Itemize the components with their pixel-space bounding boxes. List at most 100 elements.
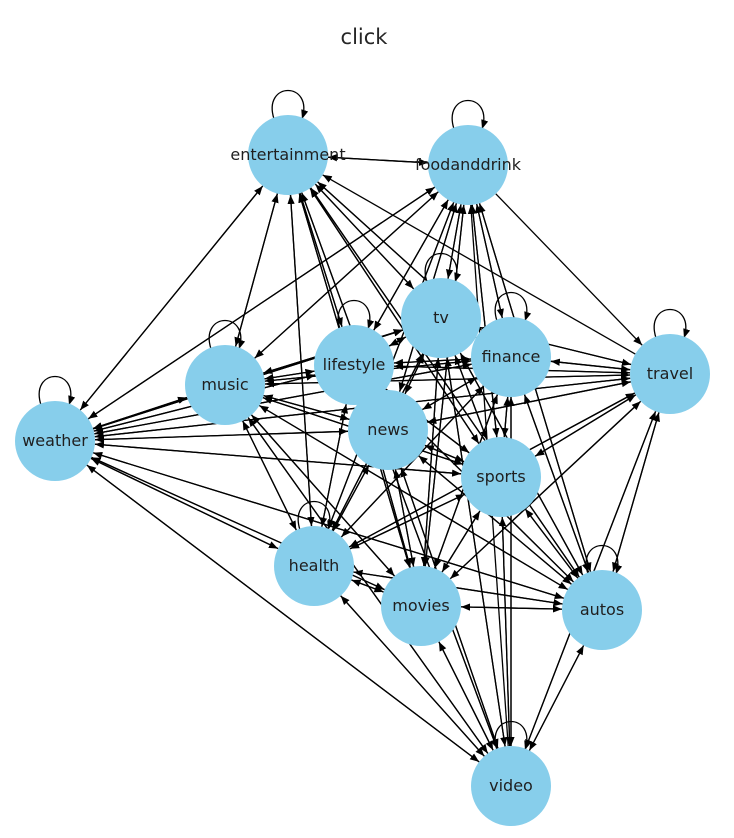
node-foodanddrink: foodanddrink: [415, 125, 522, 205]
node-circle-weather: [15, 401, 95, 481]
node-circle-finance: [471, 317, 551, 397]
self-loop-foodanddrink: [451, 99, 489, 130]
node-label-lifestyle: lifestyle: [323, 355, 386, 374]
edge-music-to-entertainment: [234, 193, 279, 347]
edge-travel-to-finance: [550, 358, 631, 371]
edge-autos-to-sports: [524, 508, 579, 579]
node-news: news: [348, 390, 428, 470]
self-loop-tv: [424, 252, 462, 283]
edge-music-to-foodanddrink: [254, 191, 439, 359]
node-lifestyle: lifestyle: [314, 325, 394, 405]
edge-movies-to-tv: [423, 357, 442, 567]
edge-tv-to-foodanddrink: [447, 204, 464, 279]
node-label-music: music: [201, 375, 248, 394]
edge-movies-to-health: [351, 579, 384, 593]
node-video: video: [471, 746, 551, 826]
node-label-foodanddrink: foodanddrink: [415, 155, 522, 174]
self-loop-weather: [38, 375, 76, 406]
edge-video-to-weather: [86, 464, 480, 763]
node-weather: weather: [15, 401, 95, 481]
node-tv: tv: [401, 278, 481, 358]
edge-movies-to-music: [251, 414, 395, 577]
self-loop-health: [297, 500, 335, 531]
edge-tv-to-lifestyle: [388, 336, 407, 347]
edge-sports-to-finance: [503, 396, 511, 438]
edge-news-to-music: [263, 394, 350, 421]
node-circle-foodanddrink: [428, 125, 508, 205]
self-loop-lifestyle: [337, 299, 375, 330]
node-circle-news: [348, 390, 428, 470]
edge-autos-to-finance: [523, 394, 590, 573]
node-entertainment: entertainment: [230, 115, 346, 195]
node-label-finance: finance: [482, 347, 541, 366]
edge-autos-to-health: [353, 569, 563, 605]
edge-sports-to-entertainment: [309, 188, 480, 444]
edge-movies-to-foodanddrink: [424, 204, 467, 567]
edge-health-to-news: [332, 464, 370, 532]
node-label-movies: movies: [392, 596, 449, 615]
edge-sports-to-tv: [454, 355, 488, 440]
edge-movies-to-travel: [449, 400, 642, 580]
node-label-autos: autos: [580, 600, 624, 619]
node-circle-health: [274, 526, 354, 606]
edge-finance-to-news: [422, 376, 477, 411]
edge-video-to-sports: [498, 516, 511, 747]
edge-autos-to-news: [418, 455, 572, 585]
edge-lifestyle-to-entertainment: [299, 193, 343, 327]
node-circle-lifestyle: [314, 325, 394, 405]
node-circle-sports: [461, 437, 541, 517]
self-loop-video: [494, 720, 532, 751]
edge-autos-to-travel: [612, 412, 660, 572]
edge-health-to-sports: [349, 493, 466, 550]
edge-weather-to-foodanddrink: [87, 186, 436, 420]
node-sports: sports: [461, 437, 541, 517]
node-finance: finance: [471, 317, 551, 397]
node-circle-entertainment: [248, 115, 328, 195]
edge-foodanddrink-to-travel: [495, 193, 643, 346]
node-travel: travel: [630, 334, 710, 414]
node-label-entertainment: entertainment: [230, 145, 345, 164]
node-label-health: health: [289, 556, 340, 575]
node-layer: entertainment foodanddrink tv finance travel…: [15, 115, 710, 826]
node-circle-autos: [562, 570, 642, 650]
node-label-sports: sports: [476, 467, 525, 486]
node-movies: movies: [381, 566, 461, 646]
edge-autos-to-music: [258, 404, 569, 591]
edge-movies-to-sports: [441, 510, 481, 573]
self-loop-finance: [494, 291, 532, 322]
node-label-weather: weather: [22, 431, 88, 450]
edge-video-to-autos: [528, 645, 585, 751]
edge-weather-to-entertainment: [79, 185, 264, 411]
node-label-travel: travel: [647, 364, 693, 383]
node-circle-tv: [401, 278, 481, 358]
edge-video-to-movies: [438, 641, 494, 751]
node-label-news: news: [367, 420, 408, 439]
node-health: health: [274, 526, 354, 606]
node-music: music: [185, 345, 265, 425]
node-autos: autos: [562, 570, 642, 650]
edge-lifestyle-to-foodanddrink: [373, 199, 449, 331]
edge-foodanddrink-to-entertainment: [327, 154, 429, 164]
edge-autos-to-movies: [460, 603, 563, 611]
node-circle-music: [185, 345, 265, 425]
node-circle-video: [471, 746, 551, 826]
self-loop-music: [208, 319, 246, 350]
graph-title: click: [341, 25, 389, 49]
node-label-video: video: [489, 776, 533, 795]
node-label-tv: tv: [433, 308, 449, 327]
self-loop-layer: [38, 89, 691, 751]
node-circle-travel: [630, 334, 710, 414]
edge-tv-to-entertainment: [314, 183, 415, 290]
edge-finance-to-foodanddrink: [475, 203, 503, 319]
edge-finance-to-weather: [94, 363, 472, 436]
self-loop-travel: [653, 308, 691, 339]
edge-health-to-music: [242, 420, 297, 531]
edge-health-to-entertainment: [287, 194, 313, 527]
self-loop-autos: [585, 544, 623, 575]
edge-movies-to-news: [393, 469, 415, 567]
edge-sports-to-travel: [534, 394, 637, 457]
edge-video-to-tv: [444, 357, 506, 747]
self-loop-entertainment: [271, 89, 309, 120]
edge-video-to-health: [340, 595, 485, 757]
